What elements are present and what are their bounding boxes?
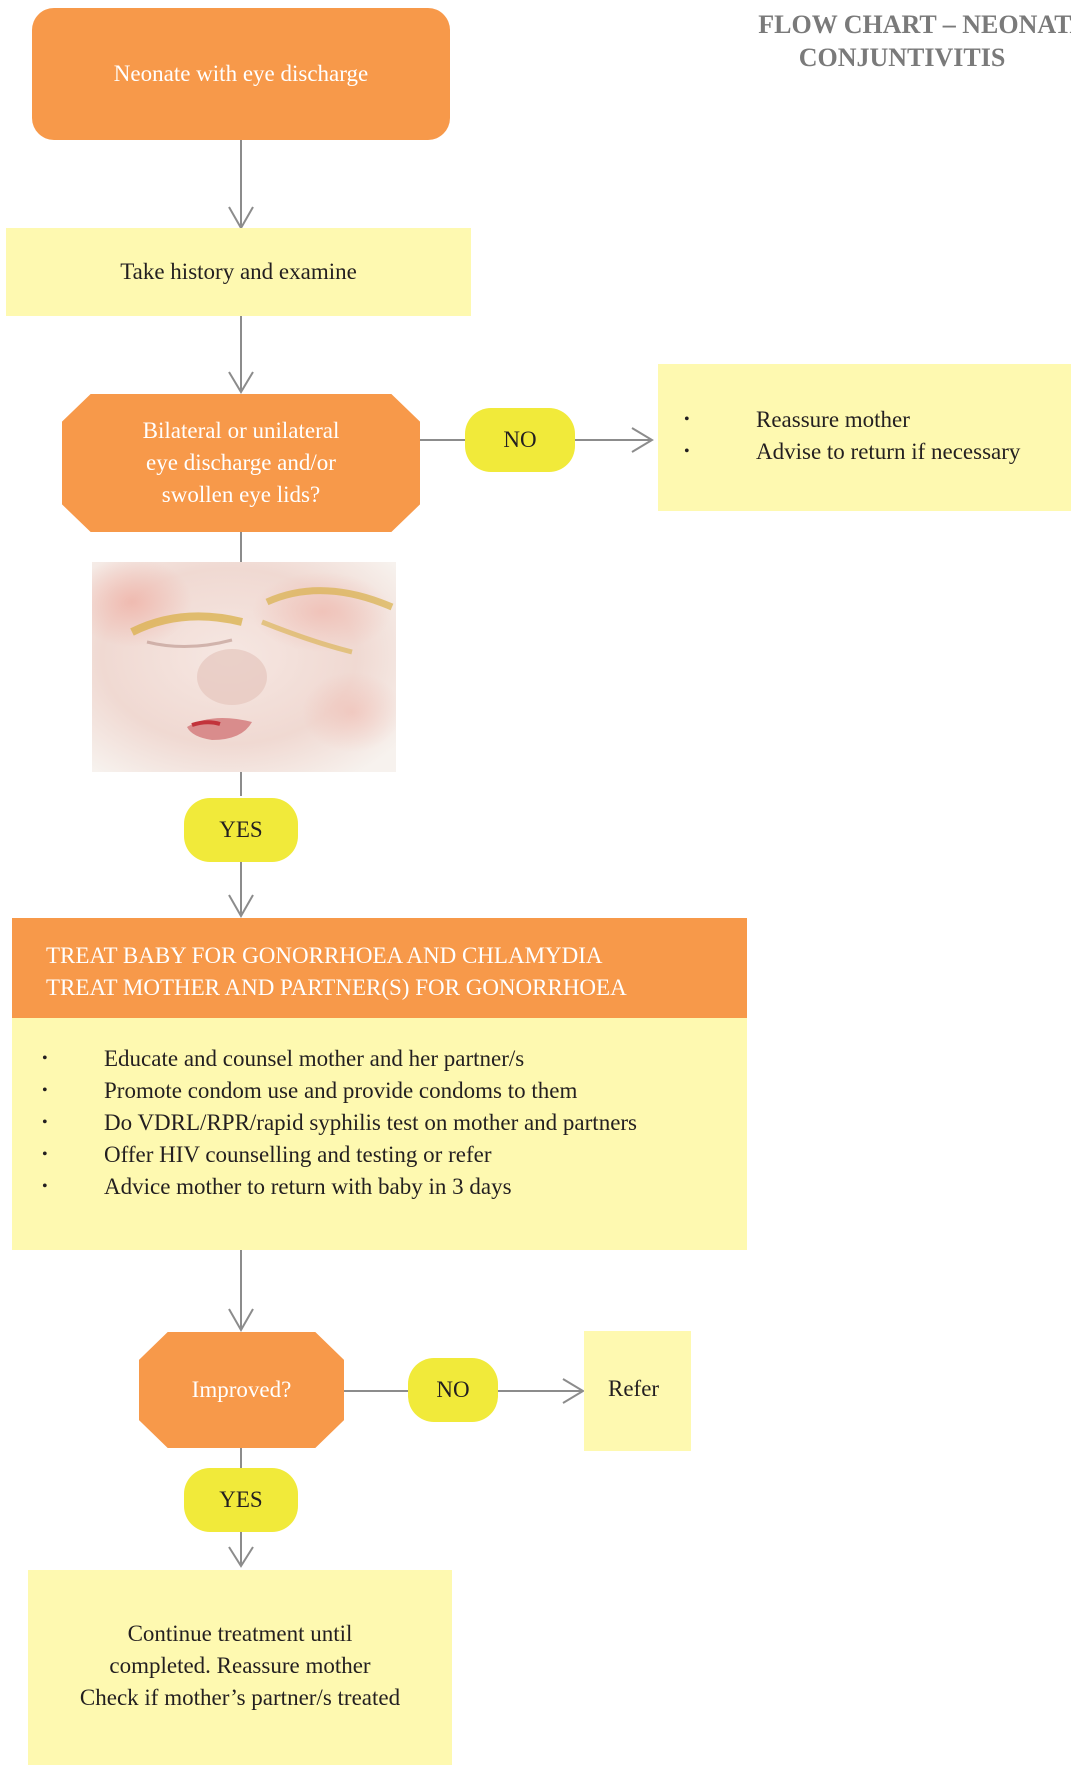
title-line-1: FLOW CHART – NEONATAL (732, 8, 1071, 41)
history-label: Take history and examine (120, 256, 357, 288)
treatment-action-item: •Promote condom use and provide condoms … (42, 1075, 637, 1107)
decision-eye-discharge: Bilateral or unilateral eye discharge an… (62, 394, 420, 532)
treatment-action-item: •Educate and counsel mother and her part… (42, 1043, 637, 1075)
title-line-2: CONJUNTIVITIS (672, 41, 1071, 74)
no-label-2: NO (408, 1358, 498, 1422)
treatment-header-line-2: TREAT MOTHER AND PARTNER(S) FOR GONORRHO… (46, 972, 627, 1004)
treatment-header: TREAT BABY FOR GONORRHOEA AND CHLAMYDIA … (12, 918, 747, 1018)
final-line-3: Check if mother’s partner/s treated (28, 1682, 452, 1714)
page-title: FLOW CHART – NEONATAL CONJUNTIVITIS (732, 8, 1071, 74)
treatment-action-item: •Offer HIV counselling and testing or re… (42, 1139, 637, 1171)
decision-improved: Improved? (139, 1332, 344, 1448)
reassure-item: •Advise to return if necessary (684, 436, 1020, 468)
refer-label: Refer (608, 1373, 659, 1405)
yes-label-2-text: YES (219, 1487, 262, 1513)
decision-line-3: swollen eye lids? (143, 479, 340, 511)
final-line-1: Continue treatment until (28, 1618, 452, 1650)
neonate-eye-photo (92, 562, 396, 772)
yes-label-1-text: YES (219, 817, 262, 843)
no-label-2-text: NO (436, 1377, 469, 1403)
yes-label-2: YES (184, 1468, 298, 1532)
reassure-item: •Reassure mother (684, 404, 1020, 436)
treatment-actions-box: •Educate and counsel mother and her part… (12, 1018, 747, 1250)
history-box: Take history and examine (6, 228, 471, 316)
reassure-box: •Reassure mother •Advise to return if ne… (658, 364, 1071, 511)
no-label-1-text: NO (503, 427, 536, 453)
final-line-2: completed. Reassure mother (28, 1650, 452, 1682)
no-label-1: NO (465, 408, 575, 472)
decision-line-1: Bilateral or unilateral (143, 415, 340, 447)
start-node: Neonate with eye discharge (32, 8, 450, 140)
start-node-label: Neonate with eye discharge (114, 61, 368, 87)
treatment-action-item: •Do VDRL/RPR/rapid syphilis test on moth… (42, 1107, 637, 1139)
decision-improved-label: Improved? (192, 1377, 292, 1403)
final-box: Continue treatment until completed. Reas… (28, 1570, 452, 1765)
yes-label-1: YES (184, 798, 298, 862)
treatment-action-item: •Advice mother to return with baby in 3 … (42, 1171, 637, 1203)
refer-box: Refer (584, 1331, 691, 1451)
decision-line-2: eye discharge and/or (143, 447, 340, 479)
neonate-face-illustration (92, 562, 396, 772)
treatment-header-line-1: TREAT BABY FOR GONORRHOEA AND CHLAMYDIA (46, 940, 627, 972)
